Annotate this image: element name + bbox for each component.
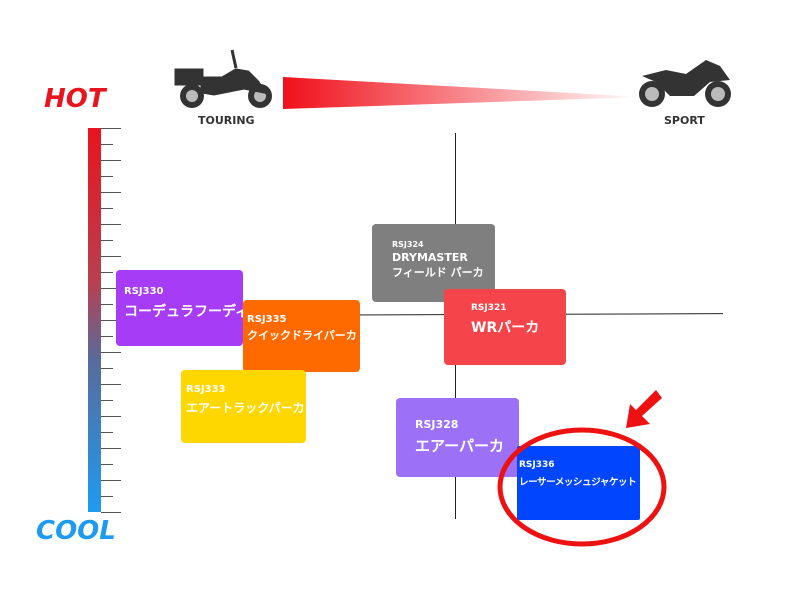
scale-tick: [101, 480, 121, 481]
scale-tick: [101, 144, 113, 145]
product-code: RSJ328: [415, 418, 459, 431]
touring-label: TOURING: [198, 114, 255, 127]
product-card-rsj333[interactable]: RSJ333 エアートラックパーカ: [181, 370, 306, 443]
product-code: RSJ336: [519, 460, 555, 470]
product-name: クイックドライパーカ: [247, 329, 357, 342]
touring-to-sport-wedge: [283, 77, 643, 109]
scale-tick: [101, 352, 121, 353]
scale-tick: [101, 304, 113, 305]
scale-tick: [101, 400, 113, 401]
product-name: DRYMASTER: [392, 251, 468, 264]
scale-tick: [101, 512, 121, 513]
highlight-arrow-icon: [626, 390, 662, 428]
touring-motorcycle-icon: [174, 49, 272, 108]
product-name: エアーパーカ: [415, 437, 504, 455]
scale-tick: [101, 496, 113, 497]
sport-motorcycle-icon: [639, 60, 731, 107]
product-code: RSJ333: [186, 384, 226, 395]
scale-tick: [101, 448, 121, 449]
product-name-line2: フィールド パーカ: [392, 266, 484, 279]
scale-tick: [101, 336, 113, 337]
scale-tick: [101, 176, 113, 177]
sport-label: SPORT: [664, 114, 705, 127]
scale-ticks: [101, 128, 123, 513]
product-card-rsj336[interactable]: RSJ336 レーサーメッシュジャケット: [517, 446, 640, 520]
product-name: レーサーメッシュジャケット: [519, 477, 637, 488]
temperature-scale-bar: [88, 128, 101, 512]
scale-tick: [101, 320, 121, 321]
product-name: エアートラックパーカ: [186, 401, 305, 415]
highlight-ellipse: [497, 427, 667, 547]
product-card-rsj324[interactable]: RSJ324 DRYMASTER フィールド パーカ: [372, 224, 495, 302]
product-card-rsj321[interactable]: RSJ321 WRパーカ: [444, 289, 566, 365]
scale-tick: [101, 464, 113, 465]
product-name: WRパーカ: [471, 320, 540, 336]
scale-tick: [101, 368, 113, 369]
scale-tick: [101, 432, 113, 433]
product-code: RSJ324: [392, 240, 424, 249]
scale-tick: [101, 256, 121, 257]
product-code: RSJ321: [471, 303, 507, 313]
scale-tick: [101, 384, 121, 385]
scale-tick: [101, 240, 113, 241]
hot-label: HOT: [44, 84, 106, 114]
scale-tick: [101, 128, 121, 129]
product-card-rsj335[interactable]: RSJ335 クイックドライパーカ: [243, 300, 360, 372]
product-card-rsj328[interactable]: RSJ328 エアーパーカ: [396, 398, 519, 477]
scale-tick: [101, 160, 121, 161]
product-name: コーデュラフーディ: [124, 304, 250, 320]
scale-tick: [101, 224, 121, 225]
product-code: RSJ335: [247, 314, 287, 325]
scale-tick: [101, 416, 121, 417]
product-card-rsj330[interactable]: RSJ330 コーデュラフーディ: [116, 270, 250, 346]
product-code: RSJ330: [124, 286, 164, 297]
cool-label: COOL: [36, 516, 116, 546]
scale-tick: [101, 192, 121, 193]
scale-tick: [101, 288, 121, 289]
scale-tick: [101, 272, 113, 273]
scale-tick: [101, 208, 113, 209]
